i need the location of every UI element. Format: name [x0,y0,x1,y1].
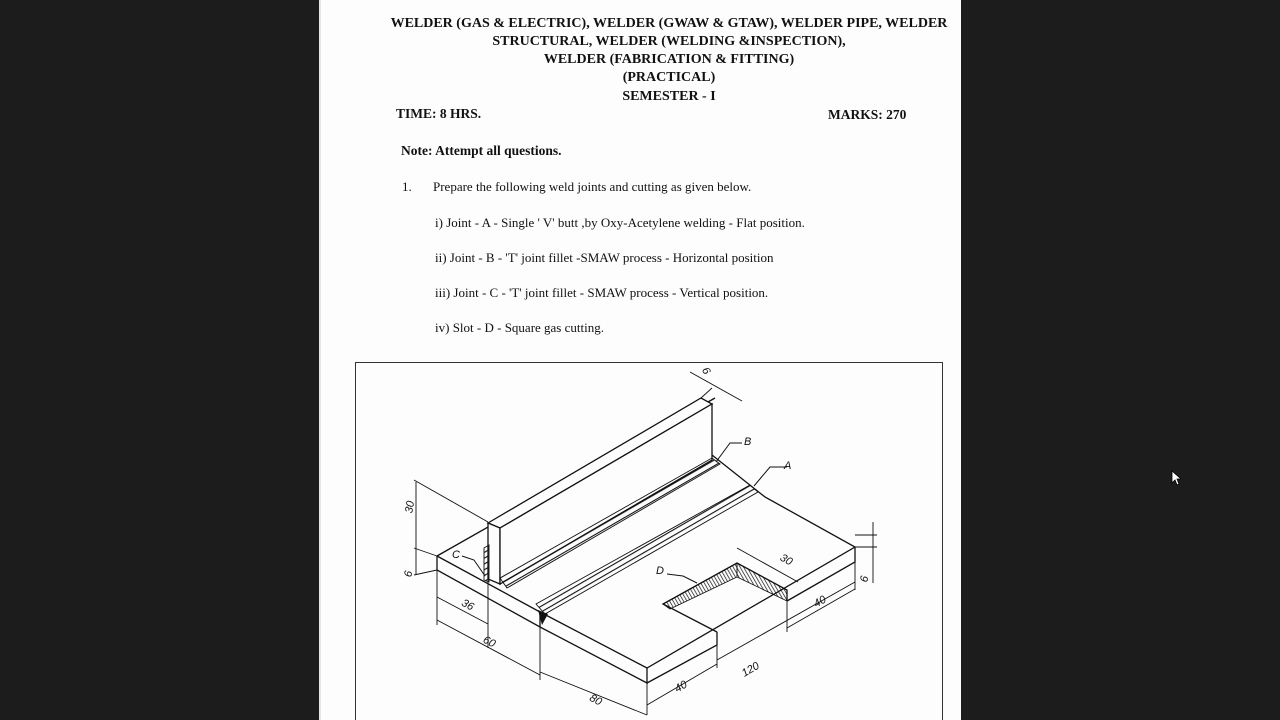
label-a: A [783,460,791,472]
dimension-lines [413,371,877,716]
weld-bead-b [499,457,721,589]
question-item-4: iv) Slot - D - Square gas cutting. [435,320,604,335]
dim-length-120: 120 [740,660,763,680]
exam-page: WELDER (GAS & ELECTRIC), WELDER (GWAW & … [319,0,961,720]
dim-width-36: 36 [459,597,476,614]
drawing-frame [355,362,943,720]
leaders [461,442,787,584]
marks-label: MARKS: 270 [828,107,907,122]
question-number: 1. [402,179,412,194]
dim-width-60: 60 [481,634,498,651]
slot-cut-face [662,562,738,610]
question-item-3: iii) Joint - C - 'T' joint fillet - SMAW… [435,285,769,300]
drawing-labels: B A C D 6 30 6 36 60 80 40 120 30 40 6 [402,365,871,708]
vertical-plate [486,397,714,586]
question-text: Prepare the following weld joints and cu… [433,179,752,194]
header-line-3: WELDER (FABRICATION & FITTING) [543,52,795,67]
weld-root [538,610,548,625]
slot-cut-face-2 [736,562,788,602]
dim-slot-40: 40 [812,593,829,610]
dim-width-80: 80 [587,692,604,709]
question-item-1: i) Joint - A - Single ' V' butt ,by Oxy-… [435,215,805,230]
dim-height-30: 30 [403,499,417,514]
header-line-4: (PRACTICAL) [622,70,716,85]
isometric-drawing: B A C D 6 30 6 36 60 80 40 120 30 40 6 [402,365,877,716]
header-line-5: SEMESTER - I [622,89,716,104]
label-d: D [656,565,664,577]
dim-top-thickness: 6 [699,365,713,377]
header-line-2: STRUCTURAL, WELDER (WELDING &INSPECTION)… [492,34,846,49]
weld-bead-a [535,484,759,615]
note-text: Note: Attempt all questions. [401,143,562,158]
question-item-2: ii) Joint - B - 'T' joint fillet -SMAW p… [435,250,774,265]
dim-thick-6-right: 6 [858,574,871,583]
weld-bead-c [483,544,490,583]
page-edge [319,0,321,720]
mouse-cursor-icon [1171,470,1181,486]
dim-slot-30: 30 [778,552,795,569]
header-line-1: WELDER (GAS & ELECTRIC), WELDER (GWAW & … [390,16,948,31]
label-b: B [744,436,751,448]
label-c: C [452,549,460,561]
dim-thick-6-left: 6 [402,569,415,578]
time-label: TIME: 8 HRS. [396,106,482,121]
